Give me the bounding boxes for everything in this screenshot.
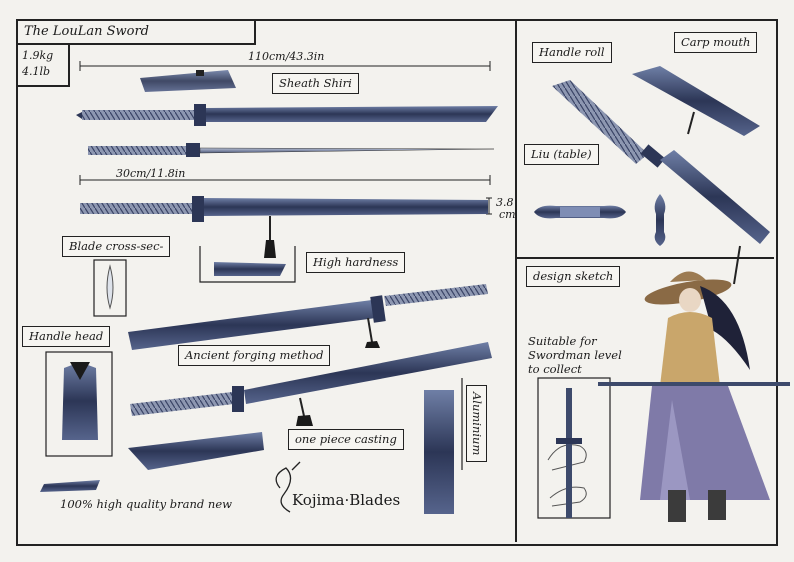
title-box bbox=[16, 19, 256, 45]
sheathed-sword-tassel bbox=[80, 196, 488, 258]
high-hardness-label: High hardness bbox=[306, 252, 406, 273]
handle-head-detail bbox=[45, 351, 113, 457]
right-divider bbox=[515, 257, 774, 259]
suitable-line-1: Suitable for bbox=[528, 334, 597, 348]
weight-lb: 4.1lb bbox=[22, 65, 51, 78]
suitable-line-3: to collect bbox=[528, 362, 582, 376]
handle-head-label: Handle head bbox=[22, 326, 111, 347]
weight-box bbox=[16, 43, 70, 87]
total-length-label: 110cm/43.3in bbox=[248, 50, 325, 63]
right-panel-frame bbox=[515, 19, 517, 542]
one-piece-casting-label: one piece casting bbox=[288, 429, 404, 450]
sheath-sword bbox=[76, 104, 498, 126]
sheath-label: Sheath Shiri bbox=[272, 73, 359, 94]
bottom-blade-tip bbox=[40, 480, 100, 492]
page-title: The LouLan Sword bbox=[24, 24, 149, 39]
handle-length-label: 30cm/11.8in bbox=[116, 167, 186, 180]
angled-sword-1 bbox=[128, 284, 488, 350]
design-sketch-label: design sketch bbox=[526, 266, 621, 287]
liu-ornaments bbox=[534, 194, 666, 246]
bare-blade-sword bbox=[88, 143, 495, 157]
liu-label: Liu (table) bbox=[524, 144, 599, 165]
sheath-tip-small bbox=[140, 70, 236, 92]
aluminium-bar bbox=[424, 378, 463, 514]
swordsman-illustration bbox=[598, 271, 790, 522]
hand-sketch bbox=[537, 377, 611, 519]
quality-text: 100% high quality brand new bbox=[60, 497, 232, 511]
dimension-lines bbox=[79, 61, 492, 215]
width-label-a: 3.8 bbox=[496, 196, 514, 209]
aluminium-label: Aluminium bbox=[466, 385, 487, 463]
outer-frame bbox=[16, 19, 778, 546]
ancient-forging-label: Ancient forging method bbox=[178, 345, 331, 366]
brand-name: Kojima·Blades bbox=[292, 491, 401, 509]
handle-roll-label: Handle roll bbox=[532, 42, 612, 63]
angled-sword-2 bbox=[130, 342, 492, 426]
carp-mouth-label: Carp mouth bbox=[674, 32, 758, 53]
high-hardness-sample bbox=[199, 246, 296, 283]
blade-cross-section-label: Blade cross-sec- bbox=[62, 236, 171, 257]
suitable-line-2: Swordman level bbox=[528, 348, 622, 362]
blade-cross-section bbox=[93, 259, 127, 317]
brand-logo-mark bbox=[275, 461, 301, 513]
weight-kg: 1.9kg bbox=[22, 49, 54, 62]
right-diagonal-sword bbox=[552, 66, 770, 285]
casting-blade-sample bbox=[128, 432, 264, 470]
width-label-b: cm bbox=[499, 208, 516, 221]
